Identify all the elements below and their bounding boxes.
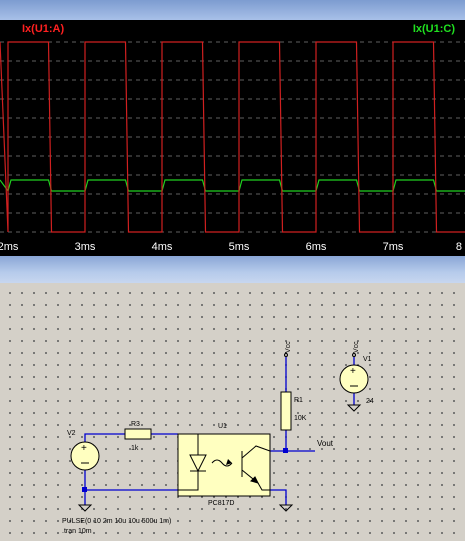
x-tick-label: 3ms xyxy=(75,241,96,253)
arrow-icon xyxy=(226,459,232,465)
resistor-r3[interactable]: R3 1k xyxy=(124,421,152,452)
plus-icon: + xyxy=(350,366,356,377)
x-tick-label: 2ms xyxy=(0,241,19,253)
pulse-directive[interactable]: PULSE(0 10 2m 10u 10u 500u 1m) xyxy=(62,518,171,525)
schematic-pane[interactable]: Vcc Vcc + V1 24 R1 10K R3 1k xyxy=(0,283,465,541)
trace-ix-u1-c xyxy=(0,179,465,193)
resistor-r1[interactable]: R1 10K xyxy=(280,391,307,431)
x-tick-label: 5ms xyxy=(229,241,250,253)
light-wave-icon xyxy=(211,459,233,467)
v1-value: 24 xyxy=(366,398,374,405)
wire-junctions xyxy=(82,448,288,492)
ground-icon xyxy=(77,504,93,512)
vcc-label-v1: Vcc xyxy=(353,341,360,353)
voltage-source-v1[interactable]: + V1 24 xyxy=(339,356,374,405)
x-tick-label: 4ms xyxy=(152,241,173,253)
trace-ix-u1-a xyxy=(0,41,465,233)
trace-label-ix-u1-a[interactable]: Ix(U1:A) xyxy=(22,23,65,35)
voltage-source-v2[interactable]: + V2 xyxy=(67,430,100,471)
vcc-flag-r1[interactable]: Vcc xyxy=(284,341,293,357)
u1-part: PC817D xyxy=(208,500,234,507)
waveform-plot: 2ms 3ms 4ms 5ms 6ms 7ms 8 xyxy=(0,41,465,253)
plus-icon: + xyxy=(81,443,87,454)
r1-value: 10K xyxy=(294,415,307,422)
r3-name: R3 xyxy=(131,421,140,428)
x-tick-label: 8 xyxy=(456,241,462,253)
r3-value: 1k xyxy=(131,445,139,452)
tran-directive[interactable]: .tran 10m xyxy=(62,528,92,535)
optocoupler-u1[interactable]: U1 PC817D xyxy=(177,423,271,507)
ground-icon xyxy=(346,404,362,412)
v2-name: V2 xyxy=(67,430,76,437)
ground-icon xyxy=(278,504,294,512)
phototransistor-icon xyxy=(241,445,271,491)
plot-grid xyxy=(0,41,465,233)
schematic-canvas: Vcc Vcc + V1 24 R1 10K R3 1k xyxy=(62,341,374,535)
vcc-flag-v1[interactable]: Vcc xyxy=(352,341,361,357)
u1-name: U1 xyxy=(218,423,227,430)
waveform-plot-pane[interactable]: 2ms 3ms 4ms 5ms 6ms 7ms 8 Ix(U1:A) Ix(U1:C) xyxy=(0,20,465,256)
v1-name: V1 xyxy=(363,356,372,363)
schematic-window-titlebar[interactable] xyxy=(0,256,465,283)
vcc-label-r1: Vcc xyxy=(285,341,292,353)
trace-label-ix-u1-c[interactable]: Ix(U1:C) xyxy=(412,23,455,35)
plot-window-titlebar[interactable] xyxy=(0,0,465,20)
vout-label[interactable]: Vout xyxy=(317,439,334,448)
led-icon xyxy=(178,433,207,491)
x-tick-label: 7ms xyxy=(383,241,404,253)
x-axis-ticks: 2ms 3ms 4ms 5ms 6ms 7ms 8 xyxy=(0,241,462,253)
x-tick-label: 6ms xyxy=(306,241,327,253)
r1-name: R1 xyxy=(294,397,303,404)
